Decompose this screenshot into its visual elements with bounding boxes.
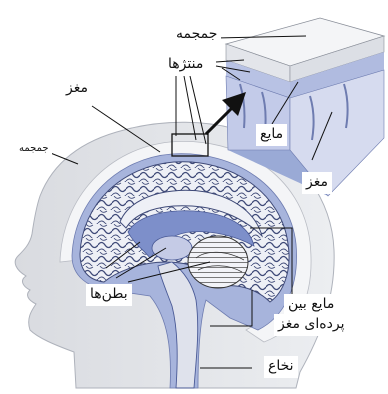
label-skull-top: جمجمه bbox=[172, 24, 221, 46]
label-brain-right: مغز bbox=[302, 172, 332, 194]
label-ventricles: بطن‌ها bbox=[86, 284, 132, 306]
label-csf-line1: مایع بین bbox=[284, 294, 338, 316]
label-fluid: مایع bbox=[256, 124, 287, 146]
cerebellum bbox=[188, 236, 248, 288]
label-meninges: منتژها bbox=[164, 54, 207, 76]
label-spinal-cord: نخاع bbox=[264, 356, 298, 378]
label-skull-left: جمجمه bbox=[16, 142, 52, 157]
label-csf-line2: پرده‌ای مغز bbox=[274, 314, 348, 336]
label-brain-left: مغز bbox=[62, 78, 92, 100]
thalamus bbox=[152, 236, 192, 260]
